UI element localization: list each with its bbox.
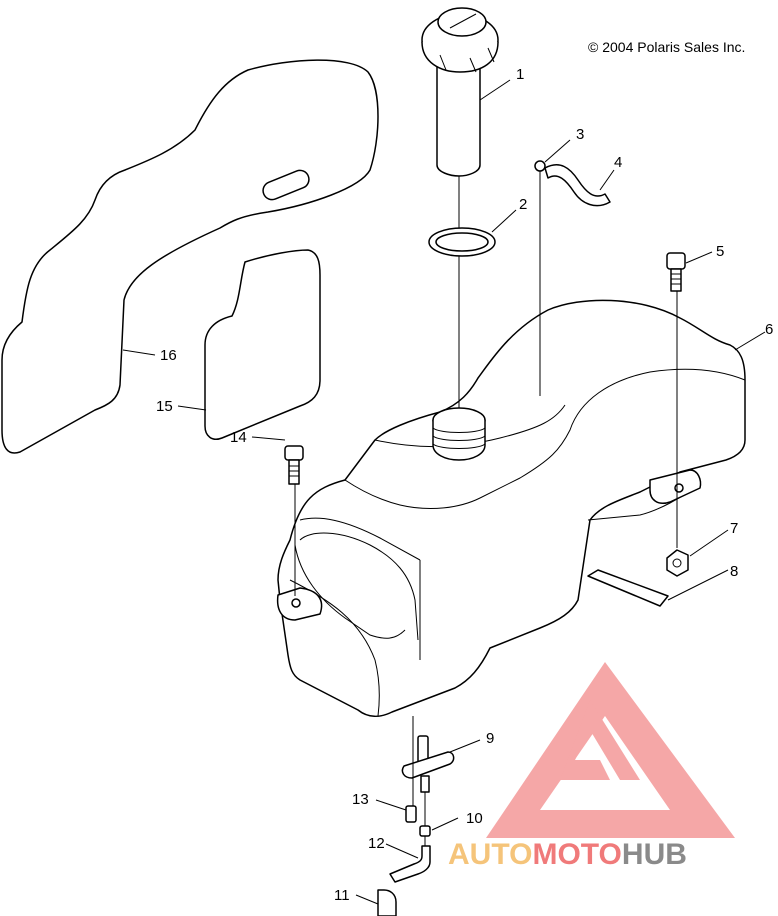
alignment-lines xyxy=(294,171,678,846)
watermark-word-hub: HUB xyxy=(622,838,687,871)
callout-16: 16 xyxy=(160,347,177,364)
callout-15: 15 xyxy=(156,398,173,415)
callout-4: 4 xyxy=(614,154,622,171)
watermark-logo xyxy=(486,662,735,838)
part-3-clamp xyxy=(534,160,546,172)
part-10-clamp xyxy=(419,825,431,837)
callout-8: 8 xyxy=(730,563,738,580)
callout-10: 10 xyxy=(466,810,483,827)
copyright-text: © 2004 Polaris Sales Inc. xyxy=(588,39,745,55)
part-15-heat-shield xyxy=(204,249,321,440)
part-7-nut xyxy=(666,549,689,577)
callout-5: 5 xyxy=(716,243,724,260)
part-11-fuel-line xyxy=(377,889,397,916)
part-14-bolt xyxy=(284,445,304,485)
part-4-vent-hose xyxy=(544,164,611,207)
callout-13: 13 xyxy=(352,791,369,808)
callout-3: 3 xyxy=(576,126,584,143)
part-16-heat-shield xyxy=(1,59,379,454)
part-5-bolt xyxy=(666,252,686,292)
callout-6: 6 xyxy=(765,321,773,338)
callout-11: 11 xyxy=(334,887,350,904)
part-9-fuel-valve xyxy=(401,735,455,793)
callout-14: 14 xyxy=(230,429,247,446)
callout-2: 2 xyxy=(519,196,527,213)
watermark-triangle-icon xyxy=(486,662,735,838)
part-1-filler-neck-cap xyxy=(421,7,499,177)
part-2-gasket xyxy=(428,227,496,257)
callout-12: 12 xyxy=(368,835,385,852)
callout-numbers: 1 2 3 4 5 6 7 8 9 10 11 12 13 14 15 16 xyxy=(156,66,773,904)
callout-9: 9 xyxy=(486,730,494,747)
part-13-screw xyxy=(405,805,417,823)
callout-7: 7 xyxy=(730,520,738,537)
part-8-pad xyxy=(587,569,669,607)
watermark-word-moto: MOTO xyxy=(532,838,621,871)
watermark-inner-mark-icon xyxy=(560,700,640,780)
watermark-wordmark: AUTOMOTOHUB xyxy=(448,838,687,871)
part-6-fuel-tank xyxy=(276,299,746,717)
part-12-fuel-line xyxy=(389,845,431,883)
callout-1: 1 xyxy=(516,66,524,83)
leader-lines xyxy=(122,79,766,905)
watermark-word-auto: AUTO xyxy=(448,838,532,871)
